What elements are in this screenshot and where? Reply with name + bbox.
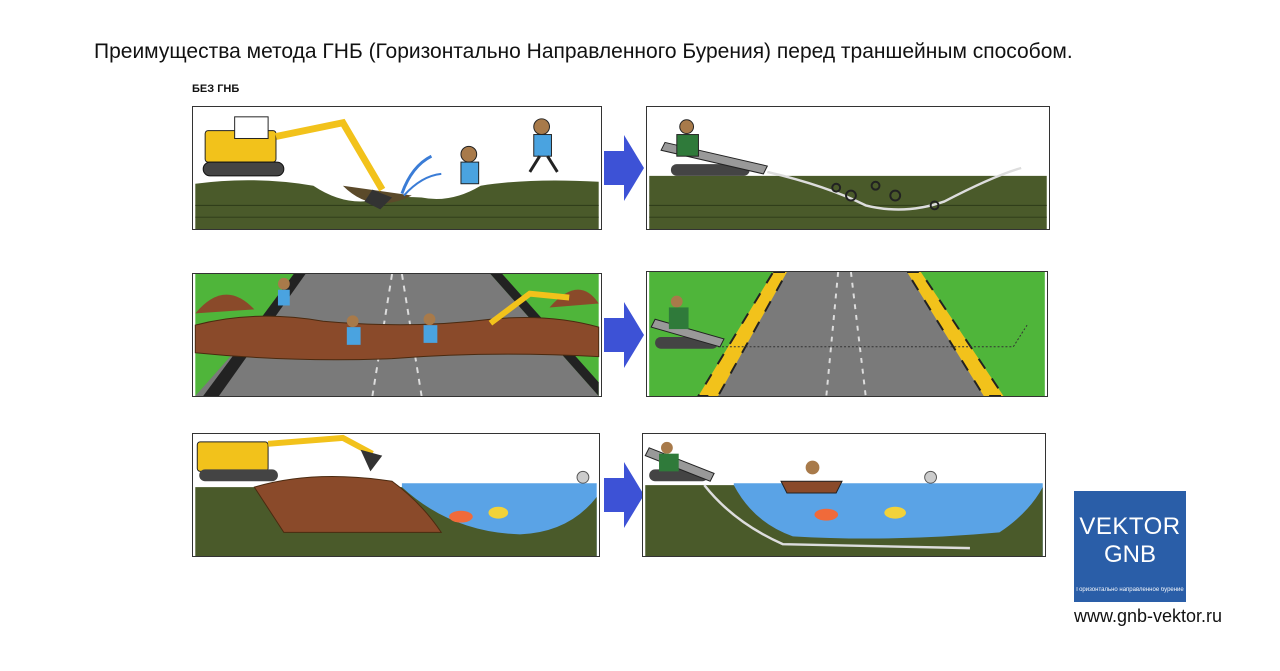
page-title: Преимущества метода ГНБ (Горизонтально Н… xyxy=(94,40,1073,63)
panel-trench-digging xyxy=(192,106,602,230)
road-hdd-illustration xyxy=(649,272,1045,396)
road-trench-illustration xyxy=(194,274,600,396)
logo-tagline: Горизонтально направленное бурение xyxy=(1076,587,1184,593)
logo-line1: VEKTOR xyxy=(1079,513,1181,540)
panel-road-hdd xyxy=(646,271,1048,397)
panel-river-hdd xyxy=(642,433,1046,557)
river-hdd-illustration xyxy=(644,441,1043,556)
river-trench-illustration xyxy=(195,434,597,556)
arrow-right-icon xyxy=(604,135,644,201)
arrow-right-icon xyxy=(604,302,644,368)
panel-road-trench xyxy=(192,273,602,397)
website-url: www.gnb-vektor.ru xyxy=(1074,606,1223,626)
trench-digging-illustration xyxy=(195,116,599,229)
hdd-drilling-illustration xyxy=(649,119,1047,229)
without-hdd-label: БЕЗ ГНБ xyxy=(192,83,240,95)
arrow-right-icon xyxy=(604,462,644,528)
panel-river-trench xyxy=(192,433,600,557)
vektor-gnb-logo: VEKTOR GNB Горизонтально направленное бу… xyxy=(1074,491,1186,602)
logo-line2: GNB xyxy=(1103,541,1156,568)
panel-hdd-drilling xyxy=(646,106,1050,230)
